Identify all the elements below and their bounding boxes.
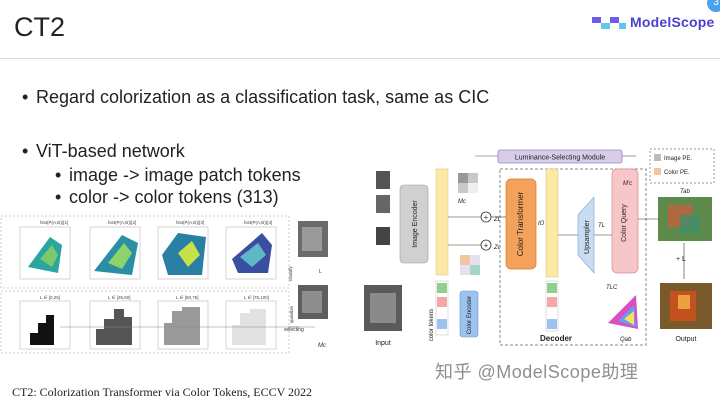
input-label: Input [375, 340, 391, 347]
color-encoder-label: Color Encoder [467, 296, 473, 334]
patch-token-column [435, 168, 449, 276]
watermark: 知乎 @ModelScope助理 [435, 362, 639, 382]
legend-image-pe: Image PE. [664, 156, 692, 162]
mc-prime-symbol: M'c [623, 181, 632, 187]
sub-bullet-1: • image -> image patch tokens [55, 165, 301, 186]
qab-symbol: Qab [620, 337, 632, 343]
sub-bullet-2: • color -> color tokens (313) [55, 187, 279, 208]
color-encoder-block [459, 290, 479, 338]
plus-sign-icon: + [484, 213, 489, 222]
distribution-plot-3: hist(P(A,B))[3] [157, 220, 209, 280]
selecting-label: selecting [284, 327, 304, 333]
plot-title: hist(P(A,B))[1] [40, 220, 68, 225]
color-query-label: Color Query [621, 204, 628, 242]
quantize-label: quantize [289, 305, 294, 323]
ct2-architecture-diagram: Luminance-Selecting Module Image PE. Col… [340, 145, 718, 363]
tl-symbol: TL [598, 223, 605, 229]
input-patch [376, 227, 390, 245]
mc-symbol: Mc [458, 199, 466, 205]
distribution-plot-4: hist(P(A,B))[4] [225, 220, 277, 280]
output-label: Output [675, 336, 696, 343]
color-query-block [611, 168, 639, 274]
bullet-dot-icon: • [55, 187, 62, 207]
image-encoder-block [399, 184, 429, 264]
plus-l-label: + L [676, 256, 686, 263]
plot-title: L ∈ [50,75] [176, 295, 199, 300]
quantized-plot-3: L ∈ [50,75] [157, 295, 209, 350]
image-pe-swatch-icon [654, 154, 661, 161]
legend-color-pe: Color PE. [664, 170, 690, 176]
distribution-plot-1: hist(P(A,B))[1] [19, 220, 71, 280]
plot-title: L ∈ [0,25] [40, 295, 60, 300]
citation-footer: CT2: Colorization Transformer via Color … [12, 385, 313, 399]
plot-title: L ∈ [75,100] [244, 295, 269, 300]
color-pe-swatch-icon [654, 168, 661, 175]
corner-badge: 3 [707, 0, 720, 12]
distribution-plot-2: hist(P(A,B))[2] [89, 220, 141, 280]
zc-symbol: Zc [493, 245, 501, 251]
sub-bullet-2-text: color -> color tokens (313) [69, 187, 279, 207]
color-tokens-label: color tokens [429, 309, 435, 341]
input-patch [376, 195, 390, 213]
plot-title: L ∈ [25,50] [108, 295, 131, 300]
quantized-plot-1: L ∈ [0,25] [19, 295, 71, 350]
plot-title: hist(P(A,B))[4] [244, 220, 272, 225]
slide-title: CT2 [14, 12, 66, 42]
classify-label: classify [288, 265, 293, 281]
module-label: Luminance-Selecting Module [515, 155, 605, 162]
plot-title: hist(P(A,B))[2] [108, 220, 136, 225]
io-symbol: IO [538, 221, 545, 227]
sub-bullet-1-text: image -> image patch tokens [69, 165, 301, 185]
logo-text: ModelScope [630, 14, 715, 30]
image-encoder-label: Image Encoder [412, 200, 419, 248]
tlc-symbol: TLC [606, 285, 618, 291]
bullet-dot-icon: • [55, 165, 62, 185]
plot-title: hist(P(A,B))[3] [176, 220, 204, 225]
title-divider [0, 58, 720, 59]
zl-symbol: ZL [493, 217, 501, 223]
mc-label: Mc [318, 343, 326, 349]
io-token-column [545, 168, 559, 278]
tab-symbol: Tab [680, 189, 690, 195]
plus-sign-icon: + [484, 241, 489, 250]
upsampler-label: Upsampler [584, 219, 591, 254]
bullet-1: • Regard colorization as a classification… [22, 87, 489, 108]
color-quantization-figure: hist(P(A,B))[1] hist(P(A,B))[2] hist(P(A… [0, 215, 328, 354]
input-patch [376, 171, 390, 189]
color-transformer-label: Color Transformer [516, 191, 525, 256]
bullet-1-text: Regard colorization as a classification … [36, 87, 490, 107]
bullet-2-text: ViT-based network [36, 141, 185, 161]
legend [649, 148, 715, 184]
modelscope-logo-icon [592, 17, 626, 29]
l-label: L [319, 269, 322, 275]
upsampler-block [577, 196, 595, 274]
color-transformer-block [505, 178, 537, 270]
decoder-label: Decoder [540, 334, 572, 343]
luminance-selecting-module [497, 149, 623, 164]
bullet-dot-icon: • [22, 141, 29, 161]
bullet-dot-icon: • [22, 87, 29, 107]
bullet-2: • ViT-based network [22, 141, 185, 162]
